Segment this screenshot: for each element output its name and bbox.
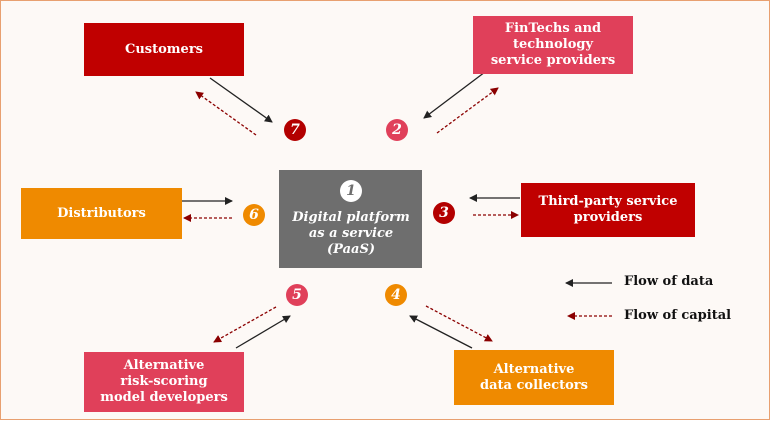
risk-scoring-data-arrow	[235, 315, 291, 349]
data-collectors-number: 4	[385, 284, 407, 306]
customers-box: Customers	[84, 23, 244, 76]
fintechs-box: FinTechs and technology service provider…	[473, 16, 633, 74]
customers-capital-arrow	[195, 91, 257, 136]
fintechs-label: FinTechs and technology service provider…	[490, 21, 616, 68]
risk-scoring-label: Alternative risk-scoring model developer…	[100, 358, 228, 405]
distributors-number: 6	[243, 204, 265, 226]
distributors-label: Distributors	[57, 205, 146, 221]
platform-number: 1	[340, 180, 362, 202]
risk-scoring-box: Alternative risk-scoring model developer…	[84, 352, 244, 412]
legend-data-text: Flow of data	[624, 274, 714, 289]
third-party-label: Third-party service providers	[538, 194, 678, 225]
data-collectors-capital-arrow	[425, 305, 493, 342]
data-collectors-label: Alternative data collectors	[480, 361, 588, 393]
customers-label: Customers	[125, 41, 203, 57]
customers-number: 7	[284, 119, 306, 141]
legend-capital-text: Flow of capital	[624, 308, 732, 323]
risk-scoring-capital-arrow	[213, 306, 277, 343]
platform-label: Digital platform as a service (PaaS)	[292, 210, 410, 257]
customers-data-arrow	[209, 77, 273, 123]
data-collectors-box: Alternative data collectors	[454, 350, 614, 405]
risk-scoring-number: 5	[286, 284, 308, 306]
data-collectors-data-arrow	[409, 315, 473, 349]
distributors-box: Distributors	[21, 188, 182, 239]
fintechs-number: 2	[386, 119, 408, 141]
third-party-number: 3	[433, 202, 455, 224]
fintechs-data-arrow	[423, 71, 486, 119]
third-party-box: Third-party service providers	[521, 183, 695, 237]
fintechs-capital-arrow	[436, 87, 499, 134]
